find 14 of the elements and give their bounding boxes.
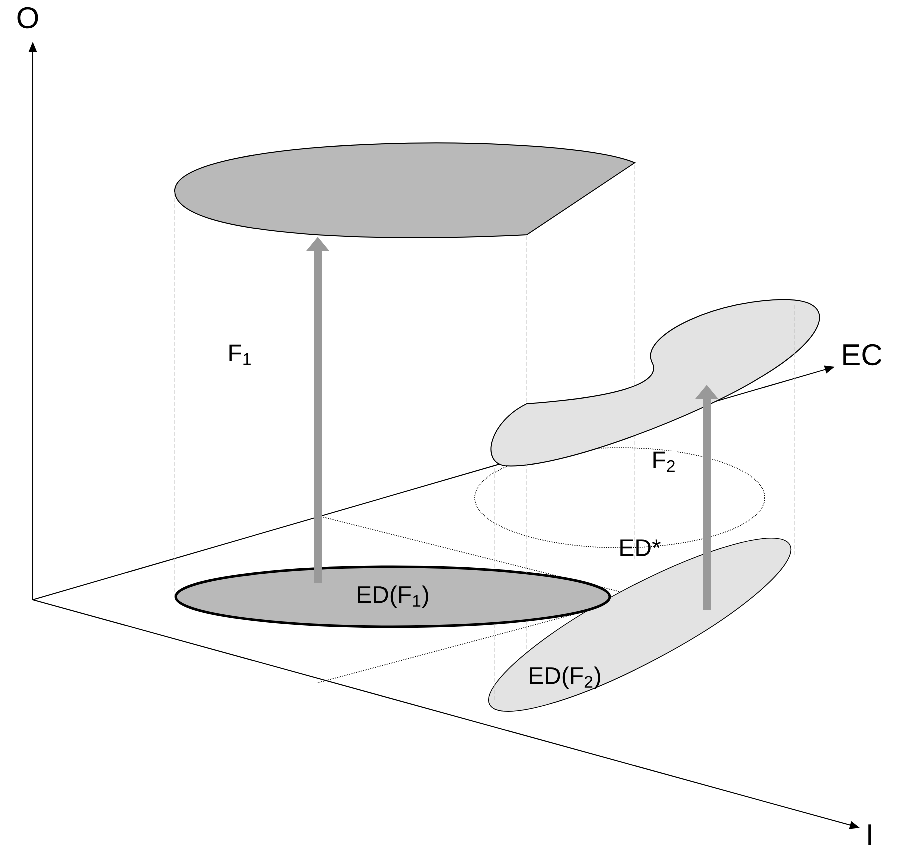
projection-line	[526, 236, 528, 406]
projection-line	[494, 468, 496, 570]
edge-label: F$_{2}$	[654, 452, 675, 472]
axis-label: I	[868, 824, 872, 846]
axis-label: ED*	[620, 540, 661, 556]
edge-label: F$_{1}$	[230, 344, 251, 366]
image-region	[174, 142, 636, 238]
axis-label: O	[18, 7, 38, 29]
projection-line	[526, 462, 528, 574]
projection-line	[494, 624, 496, 700]
projection-line	[526, 620, 528, 650]
ellipse-region: ED(F$_{1}$)	[174, 566, 612, 628]
projection-line	[794, 304, 796, 556]
projection-line	[174, 192, 176, 598]
